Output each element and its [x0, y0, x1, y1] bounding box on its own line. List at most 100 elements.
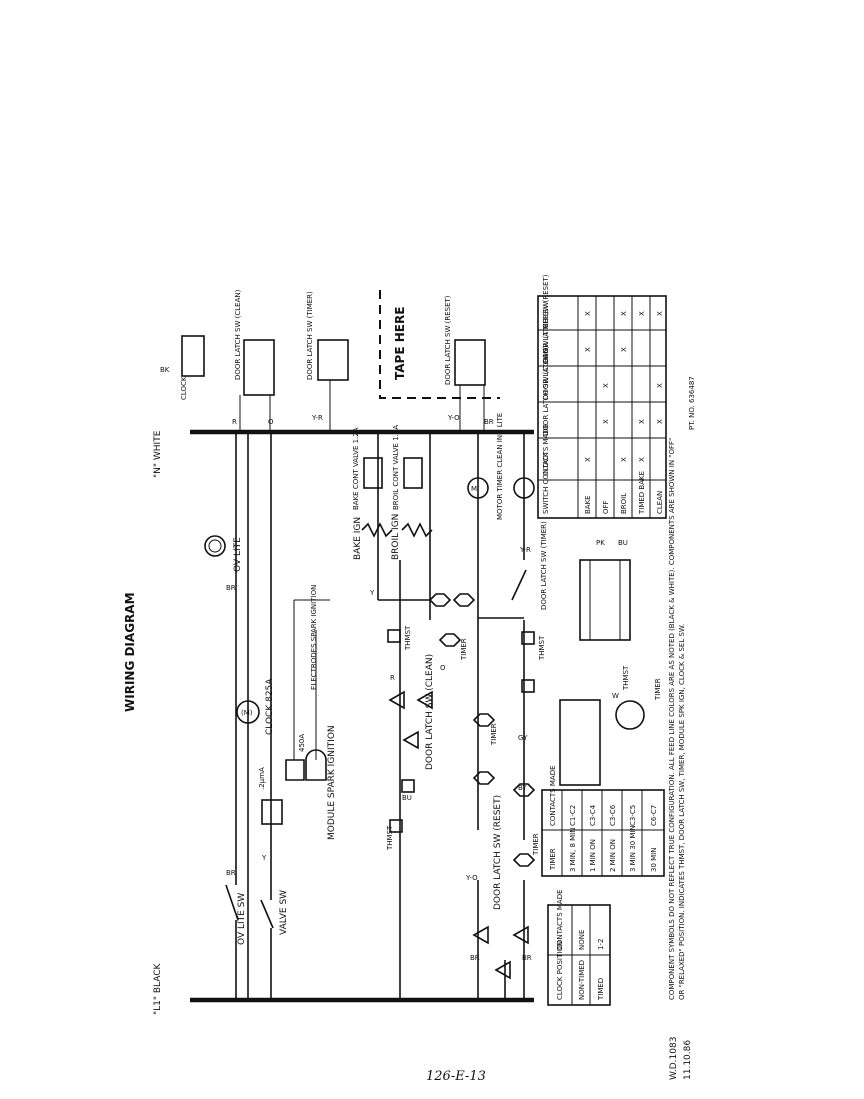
svg-text:SWITCH CONTACTS MADE: SWITCH CONTACTS MADE [542, 424, 550, 514]
handwritten-note: 126-E-13 [426, 1069, 486, 1084]
svg-text:BR: BR [226, 584, 236, 592]
svg-text:CONTACTS MADE: CONTACTS MADE [556, 889, 564, 950]
svg-text:X: X [602, 383, 610, 388]
svg-text:R: R [232, 418, 237, 426]
electrodes-label: ELECTRODES SPARK IGNITION [310, 585, 318, 690]
svg-text:Y-R: Y-R [311, 414, 323, 422]
part-number: PT. NO. 636487 [688, 376, 696, 430]
svg-text:X: X [656, 311, 664, 316]
bake-ign-label: BAKE IGN [353, 517, 363, 560]
clock-825a-label: CLOCK 825A [265, 678, 275, 735]
svg-text:Y-O: Y-O [465, 874, 478, 882]
thmst-sel-label: THMST [622, 665, 630, 691]
svg-text:BY: BY [518, 784, 527, 792]
svg-text:C3-C4: C3-C4 [589, 804, 597, 826]
clock-table: CLOCK POSITION CONTACTS MADE NON-TIMED N… [547, 889, 611, 1006]
door-latch-reset-top-label: DOOR LATCH SW (RESET) [444, 295, 452, 385]
svg-text:TIMED: TIMED [597, 978, 605, 1001]
ov-lite-switch [225, 884, 239, 921]
svg-text:BAKE: BAKE [584, 495, 592, 514]
svg-text:C3-C6: C3-C6 [609, 804, 617, 826]
svg-text:CLOCK POSITION: CLOCK POSITION [556, 941, 564, 1000]
svg-text:W: W [612, 692, 619, 700]
valve-switch [260, 899, 274, 929]
broil-valve-label: BROIL CONT VALVE 1.2A [392, 425, 400, 510]
ov-lite-label: OV LITE [233, 537, 243, 572]
svg-text:X: X [584, 347, 592, 352]
svg-text:X: X [584, 311, 592, 316]
neutral-bus-label: "N" WHITE [153, 430, 163, 478]
svg-text:X: X [638, 457, 646, 462]
door-latch-clean-label: DOOR LATCH SW (CLEAN) [425, 654, 435, 770]
note-line-1: COMPONENT SYMBOLS DO NOT REFLECT TRUE CO… [668, 438, 676, 1000]
door-latch-timer-top-label: DOOR LATCH SW (TIMER) [306, 291, 314, 380]
motor-timer-label: MOTOR TIMER CLEAN IND LITE [496, 413, 504, 520]
svg-text:Y: Y [261, 854, 267, 862]
tape-area [379, 290, 500, 399]
svg-text:1 MIN ON: 1 MIN ON [589, 839, 597, 872]
svg-text:BROIL: BROIL [620, 493, 628, 514]
l1-bus-label: "L1" BLACK [153, 962, 163, 1015]
svg-text:TIMED BAKE: TIMED BAKE [638, 471, 646, 515]
svg-text:BR: BR [522, 954, 532, 962]
clock-top-label: CLOCK [180, 376, 188, 400]
timer-label-2: TIMER [490, 723, 498, 746]
broil-ign-label: BROIL IGN [391, 514, 401, 560]
svg-text:C3-C5: C3-C5 [629, 805, 637, 826]
thmst-label-1: THMST [404, 625, 412, 651]
wire-color-labels: BR BR Y Y R BU O Y-O BR BR GY BY Y-R Y-R… [160, 366, 619, 962]
svg-text:BU: BU [402, 794, 412, 802]
svg-text:2 MIN ON: 2 MIN ON [609, 839, 617, 872]
capacitor-block [261, 799, 283, 825]
switch-table: SWITCH CONTACTS MADE CLOCK DOOR LATCH SW… [537, 274, 667, 519]
broil-ign-element [401, 522, 433, 538]
svg-text:Y: Y [369, 589, 375, 597]
svg-text:X: X [638, 311, 646, 316]
svg-text:C6-C7: C6-C7 [650, 805, 658, 826]
selector-switch [579, 559, 631, 641]
timer-label-1: TIMER [460, 638, 468, 661]
door-latch-reset-label: DOOR LATCH SW (RESET) [493, 795, 503, 910]
bake-ign-element [361, 522, 393, 538]
svg-text:SEL SW: SEL SW [542, 302, 550, 328]
timer-block [559, 699, 601, 786]
svg-text:3 MIN, 8 MIN: 3 MIN, 8 MIN [569, 828, 577, 873]
svg-text:1-2: 1-2 [597, 939, 605, 950]
svg-text:CONTACTS MADE: CONTACTS MADE [549, 765, 557, 826]
clean-ind-lite [513, 477, 535, 499]
clock-switch-top [181, 335, 205, 377]
svg-text:X: X [638, 419, 646, 424]
note-line-2: OR "RELAXED" POSITION. INDICATES THMST, … [678, 624, 686, 1000]
thmst-label-2: THMST [538, 635, 546, 661]
door-latch-timer-top [317, 339, 349, 381]
svg-text:CLEAN: CLEAN [656, 491, 664, 514]
svg-text:BR: BR [470, 954, 480, 962]
svg-text:X: X [620, 311, 628, 316]
svg-text:C1-C2: C1-C2 [569, 805, 577, 826]
timer-contacts [428, 593, 536, 867]
svg-text:X: X [584, 457, 592, 462]
motor-timer [467, 477, 489, 499]
timer-sch-label: TIMER [654, 678, 662, 701]
svg-text:CLOCK: CLOCK [542, 452, 550, 476]
resistor-block [285, 759, 305, 781]
bake-valve-label: BAKE CONT VALVE 1.2A [352, 427, 360, 510]
wire-pk: PK [596, 539, 605, 547]
broil-valve [403, 457, 423, 489]
svg-text:Y-R: Y-R [519, 546, 531, 554]
diagram-title: WIRING DIAGRAM [123, 592, 137, 712]
svg-text:Y-O: Y-O [447, 414, 460, 422]
svg-text:X: X [656, 419, 664, 424]
svg-text:DOOR LATCH SW (TIMER): DOOR LATCH SW (TIMER) [542, 311, 550, 400]
timer-table: TIMER CONTACTS MADE 3 MIN, 8 MIN C1-C2 1… [541, 765, 665, 877]
timer-motor [615, 700, 645, 730]
door-latch-triangles [388, 690, 529, 980]
svg-text:(M): (M) [241, 709, 253, 717]
door-latch-timer-label: DOOR LATCH SW (TIMER) [540, 521, 548, 610]
thmst-boxes [387, 629, 535, 833]
svg-text:O: O [268, 418, 274, 426]
valve-sw-label: VALVE SW [279, 890, 289, 935]
thmst-label-3: THMST [386, 825, 394, 851]
svg-text:OFF: OFF [602, 500, 610, 514]
